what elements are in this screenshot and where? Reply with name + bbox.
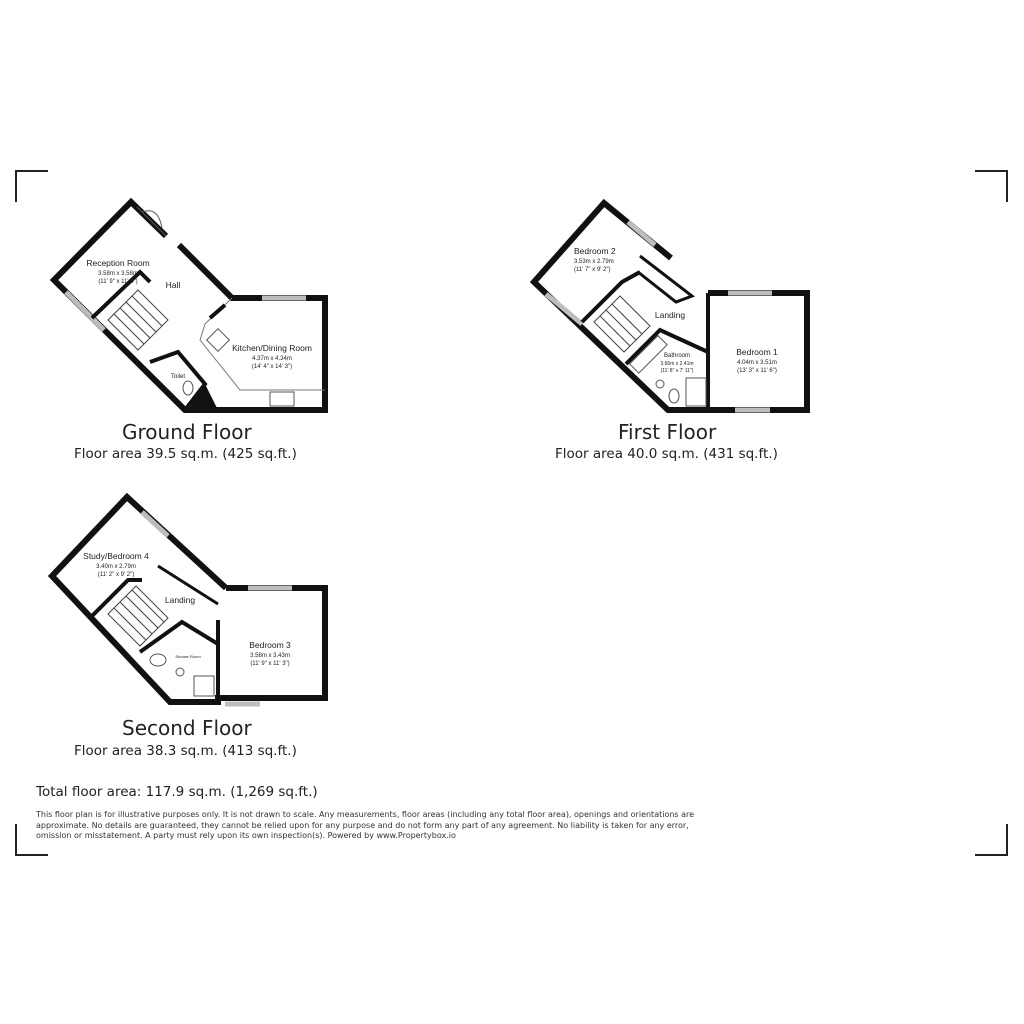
first-bathroom-imperial: (11' 8" x 7' 11") xyxy=(661,368,694,374)
first-bedroom1-metric: 4.04m x 3.51m xyxy=(737,360,777,366)
first-internal-wall-bed2 xyxy=(580,270,641,324)
second-study-metric: 3.40m x 2.79m xyxy=(96,564,136,570)
ground-reception-name: Reception Room xyxy=(86,258,149,268)
ground-internal-wall-hall xyxy=(90,269,152,320)
second-floor-plan: Study/Bedroom 4 3.40m x 2.79m (11' 2" x … xyxy=(47,492,328,707)
ground-floor-title: Ground Floor xyxy=(122,420,252,444)
second-floor-area: Floor area 38.3 sq.m. (413 sq.ft.) xyxy=(74,743,297,759)
second-stairs xyxy=(107,585,169,647)
ground-toilet-name: Toilet xyxy=(171,374,185,380)
ground-cupboard xyxy=(188,384,218,410)
second-bedroom3-name: Bedroom 3 xyxy=(249,640,291,650)
second-outer-wall xyxy=(47,492,328,705)
first-cupboard-wall xyxy=(637,254,696,304)
second-internal-wall-study xyxy=(88,578,142,620)
first-floor-title: First Floor xyxy=(618,420,717,444)
ground-reception-metric: 3.58m x 3.58m xyxy=(98,271,138,277)
crop-mark-top-right xyxy=(975,170,1008,202)
crop-mark-bottom-left xyxy=(15,824,48,856)
second-basin xyxy=(175,667,185,677)
second-bedroom3-imperial: (11' 9" x 11' 3") xyxy=(250,661,289,667)
first-bedroom2-name: Bedroom 2 xyxy=(574,246,616,256)
ground-outer-wall xyxy=(49,197,328,413)
first-window-bed2-north xyxy=(626,220,657,247)
ground-kitchen-name: Kitchen/Dining Room xyxy=(232,343,312,353)
first-floor-area: Floor area 40.0 sq.m. (431 sq.ft.) xyxy=(555,446,778,462)
first-wc xyxy=(668,388,680,404)
first-window-bed2-west xyxy=(544,292,584,326)
first-landing-name: Landing xyxy=(655,310,686,320)
first-bathroom-wall xyxy=(624,327,709,366)
second-internal-wall-landing xyxy=(157,564,219,606)
first-bedroom2-metric: 3.53m x 2.79m xyxy=(574,259,614,265)
second-wc xyxy=(149,653,167,667)
first-floor-plan: Bedroom 2 3.53m x 2.79m (11' 7" x 9' 2")… xyxy=(529,198,810,413)
disclaimer-text: This floor plan is for illustrative purp… xyxy=(36,810,695,840)
first-bathroom-metric: 3.66m x 2.41m xyxy=(660,361,693,367)
ground-sink xyxy=(269,391,295,407)
crop-mark-bottom-right xyxy=(975,824,1008,856)
first-bedroom2-imperial: (11' 7" x 9' 2") xyxy=(574,267,610,273)
crop-mark-top-left xyxy=(15,170,48,202)
ground-kitchen-imperial: (14' 4" x 14' 3") xyxy=(252,364,292,370)
ground-floor-plan: Reception Room 3.58m x 3.58m (11' 9" x 1… xyxy=(49,197,328,413)
first-bath xyxy=(628,334,668,374)
ground-reception-imperial: (11' 9" x 11' 9") xyxy=(98,279,137,285)
ground-hall-name: Hall xyxy=(166,280,181,290)
second-floor-title: Second Floor xyxy=(122,716,252,740)
total-floor-area: Total floor area: 117.9 sq.m. (1,269 sq.… xyxy=(36,784,318,800)
ground-kitchen-metric: 4.37m x 4.34m xyxy=(252,356,292,362)
first-bedroom1-imperial: (13' 3" x 11' 6") xyxy=(737,368,777,374)
second-study-imperial: (11' 2" x 9' 2") xyxy=(98,572,134,578)
ground-hob xyxy=(205,327,231,353)
second-shower-wall xyxy=(138,619,220,654)
second-shower-tray xyxy=(193,675,215,697)
first-bathroom-name: Bathroom xyxy=(664,353,690,359)
ground-toilet-wall xyxy=(149,349,208,412)
second-bedroom3-metric: 3.58m x 3.43m xyxy=(250,653,290,659)
second-landing-name: Landing xyxy=(165,595,196,605)
second-shower-name: Shower Room xyxy=(175,654,201,659)
first-stairs xyxy=(593,295,651,353)
ground-toilet-wc xyxy=(182,380,194,396)
second-study-name: Study/Bedroom 4 xyxy=(83,551,149,561)
ground-stairs xyxy=(107,289,169,351)
first-bedroom1-name: Bedroom 1 xyxy=(736,347,778,357)
first-basin xyxy=(655,379,665,389)
ground-floor-area: Floor area 39.5 sq.m. (425 sq.ft.) xyxy=(74,446,297,462)
ground-wall-kitchen-hall xyxy=(208,303,227,320)
first-shower-tray xyxy=(685,377,707,407)
ground-front-door xyxy=(136,206,167,237)
ground-window-reception xyxy=(64,290,106,332)
first-outer-wall xyxy=(529,198,810,413)
crop-marks xyxy=(15,170,1008,856)
second-window-study xyxy=(140,510,170,538)
